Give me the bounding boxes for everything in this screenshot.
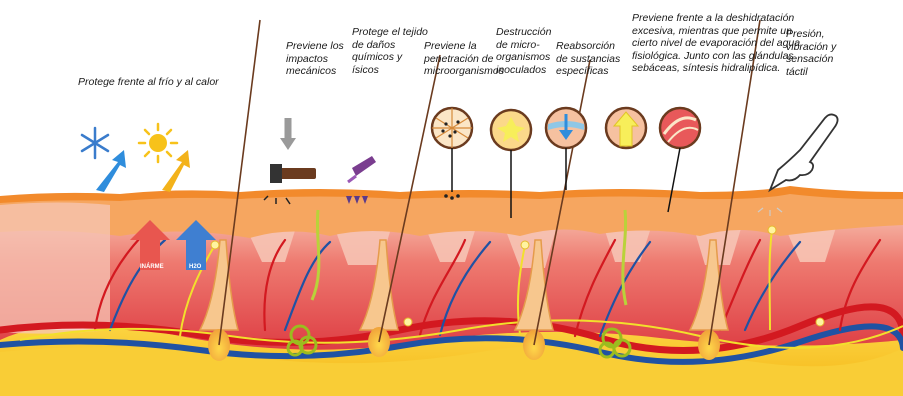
caption-dehydration: Previene frente a la deshidratación exce… (632, 12, 800, 75)
water-label: H2O (189, 264, 202, 270)
caption-impacts: Previene los impactos mecánicos (286, 40, 344, 78)
sun-icon (139, 124, 177, 162)
caption-destruction: Destrucción de micro- organismos inocula… (496, 26, 551, 76)
caption-touch: Presión, vibración y sensación táctil (786, 28, 836, 78)
evaporation-icon (606, 108, 646, 148)
cold-arrow-icon (96, 150, 126, 192)
heat-label: INÁRME (140, 263, 164, 270)
caption-penetration: Previene la penetración de microorganism… (424, 40, 504, 78)
snowflake-icon (82, 128, 108, 158)
heat-arrow-icon (162, 150, 190, 192)
dermis-light-region (0, 203, 110, 334)
caption-chemical: Protege el tejido de daños químicos y ís… (352, 26, 428, 76)
caption-reabsorption: Reabsorción de sustancias específicas (556, 40, 620, 78)
microbe-penetration-icon (432, 108, 472, 200)
reabsorption-icon (546, 108, 586, 190)
caption-cold-heat: Protege frente al frío y al calor (78, 76, 219, 89)
